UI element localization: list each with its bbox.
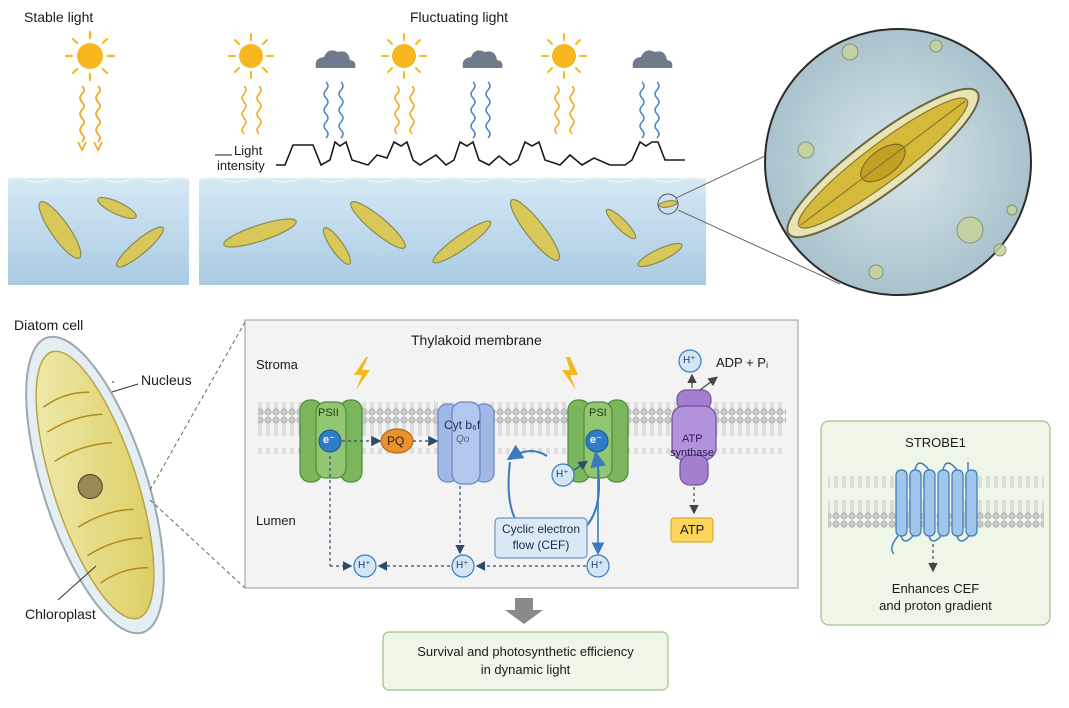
chloroplast-label: Chloroplast bbox=[25, 606, 96, 622]
proton-label: H⁺ bbox=[358, 560, 371, 571]
cyt-b6f-complex bbox=[437, 401, 495, 485]
diatom-icon bbox=[38, 196, 165, 268]
atp-synthase-label-1: ATP bbox=[682, 433, 703, 445]
adp-label: ADP + Pᵢ bbox=[716, 355, 769, 370]
atp-box bbox=[670, 517, 714, 543]
fluctuating-light-panel bbox=[198, 33, 841, 285]
atp-synthase-complex bbox=[671, 389, 717, 486]
outcome-line2: in dynamic light bbox=[480, 662, 571, 677]
lumen-label: Lumen bbox=[256, 513, 296, 528]
electron-icon bbox=[318, 429, 342, 453]
diatom-icon bbox=[223, 198, 683, 268]
fluctuating-light-label: Fluctuating light bbox=[410, 9, 509, 25]
outcome-text: Survival and photosynthetic efficiency i… bbox=[383, 643, 668, 679]
cloud-icon bbox=[315, 50, 673, 68]
diatom-cell-title: Diatom cell bbox=[14, 317, 84, 333]
proton-label: H⁺ bbox=[456, 560, 469, 571]
proton-icon bbox=[551, 463, 575, 487]
nucleus-label: Nucleus bbox=[141, 372, 192, 388]
proton-label: H⁺ bbox=[591, 560, 604, 571]
down-arrow-icon bbox=[505, 598, 543, 624]
cef-label-line1: Cyclic electron bbox=[501, 522, 581, 536]
psii-label: PSII bbox=[318, 407, 339, 419]
stroma-label: Stroma bbox=[256, 357, 298, 372]
strobe1-title: STROBE1 bbox=[905, 435, 966, 450]
strobe1-line1: Enhances CEF bbox=[891, 581, 980, 596]
proton-label: H⁺ bbox=[683, 355, 696, 366]
atp-label: ATP bbox=[680, 522, 705, 537]
psi-label: PSI bbox=[589, 407, 607, 419]
stable-light-panel bbox=[7, 30, 190, 285]
sun-icon bbox=[228, 33, 587, 79]
cef-box bbox=[494, 517, 588, 559]
thylakoid-panel bbox=[244, 319, 799, 589]
cef-label: Cyclic electron flow (CEF) bbox=[495, 521, 587, 553]
stable-light-label: Stable light bbox=[24, 9, 94, 25]
light-intensity-label-1: Light bbox=[234, 143, 263, 158]
outcome-box bbox=[382, 631, 669, 691]
proton-icon bbox=[678, 349, 702, 373]
atp-synthase-label-2: synthase bbox=[670, 447, 715, 459]
strobe1-line2: and proton gradient bbox=[879, 598, 992, 613]
light-intensity-trace bbox=[276, 140, 685, 167]
strobe1-text: Enhances CEF and proton gradient bbox=[821, 580, 1050, 614]
proton-icon bbox=[353, 554, 377, 578]
proton-label: H⁺ bbox=[556, 469, 569, 480]
thylakoid-title: Thylakoid membrane bbox=[411, 332, 542, 348]
light-intensity-label-2: intensity bbox=[217, 158, 265, 173]
electron-label: e⁻ bbox=[323, 434, 335, 446]
pq-label: PQ bbox=[387, 434, 405, 448]
light-rays-icon bbox=[77, 85, 103, 152]
strobe1-panel bbox=[820, 420, 1051, 626]
proton-icon bbox=[451, 554, 475, 578]
microscope-inset bbox=[764, 28, 1032, 296]
cef-label-line2: flow (CEF) bbox=[512, 538, 570, 552]
sun-icon bbox=[64, 30, 116, 82]
diatom-cell-illustration bbox=[25, 335, 165, 635]
cyt-qo-label: Qo bbox=[456, 434, 470, 445]
electron-label: e⁻ bbox=[590, 434, 602, 446]
lightning-icon bbox=[354, 357, 578, 390]
cyt-b6f-label: Cyt b₆f bbox=[444, 418, 481, 432]
light-rays-icon bbox=[241, 81, 660, 139]
proton-icon bbox=[586, 554, 610, 578]
outcome-line1: Survival and photosynthetic efficiency bbox=[417, 644, 634, 659]
